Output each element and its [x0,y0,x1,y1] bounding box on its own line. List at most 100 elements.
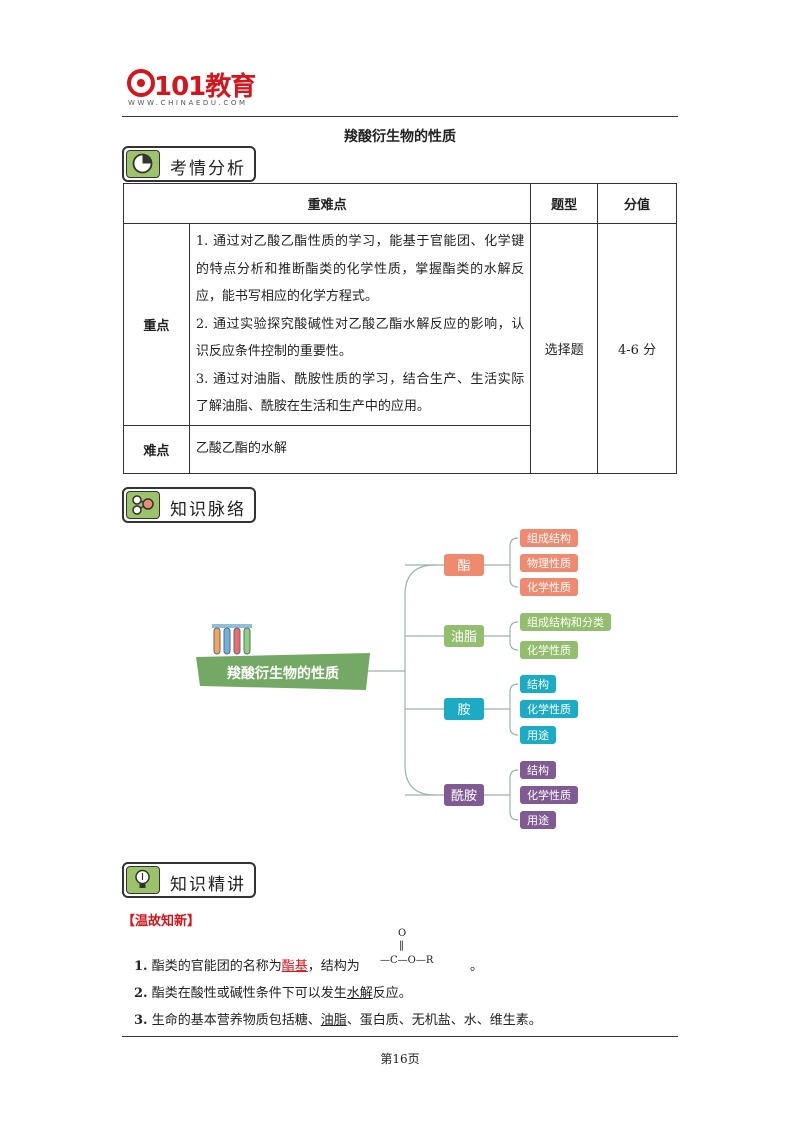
branch-label: 酯 [457,559,470,574]
logo-subtext: WWW.CHINAEDU.COM [128,99,248,107]
section-explain-heading: 知识精讲 [122,862,256,898]
leaf-label: 化学性质 [527,643,571,657]
answer-blank: 水解 [346,986,373,1001]
mindmap-branch: 酯 [444,554,484,576]
leaf-box [520,726,556,744]
footer-rule [122,1036,678,1037]
leaf-label: 结构 [527,677,549,691]
difficult-label: 难点 [123,424,190,474]
leaf-label: 用途 [527,728,549,742]
key-points: 1. 通过对乙酸乙酯性质的学习，能基于官能团、化学键的特点分析和推断酯类的化学性… [188,223,532,426]
mindmap-leaf: 组成结构 [520,529,578,547]
point-text: 酯类在酸性或碱性条件下可以发生 [151,986,347,1001]
mindmap-root-label: 羧酸衍生物的性质 [227,665,339,682]
leaf-box [520,811,556,829]
branch-label: 胺 [457,703,470,718]
page-title: 羧酸衍生物的性质 [344,129,456,145]
leaf-label: 化学性质 [527,702,571,716]
mindmap-leaf: 物理性质 [520,554,578,572]
header-cell-key: 重难点 [122,183,532,224]
difficult-point: 乙酸乙酯的水解 [188,424,532,474]
mindmap-leaf: 用途 [520,811,556,829]
branch-box [444,784,484,806]
review-heading: 【温故知新】 [122,914,201,929]
mindmap: 羧酸衍生物的性质 酯组成结构物理性质化学性质油脂组成结构和分类化学性质胺结构化学… [196,529,611,829]
point-text: 反应。 [372,986,412,1001]
leaf-box [520,675,556,693]
review-point-2: 2. 酯类在酸性或碱性条件下可以发生水解反应。 [134,982,412,1001]
header-rule [122,116,678,117]
question-type: 选择题 [530,223,599,474]
ester-structure: O ‖ —C—O—R [380,928,460,972]
branch-label: 油脂 [451,630,477,645]
score-value: 4-6 分 [597,223,677,474]
leaf-label: 化学性质 [527,580,571,594]
logo-text: 101教育 [154,72,256,102]
point-text: 、蛋白质、无机盐、水、维生素。 [346,1013,542,1028]
mindmap-root: 羧酸衍生物的性质 [196,653,370,690]
leaf-box [520,761,556,779]
page-number: 第16页 [380,1052,420,1066]
leaf-label: 结构 [527,763,549,777]
section-label: 知识脉络 [170,500,246,520]
mindmap-leaf: 用途 [520,726,556,744]
leaf-label: 组成结构 [527,531,571,545]
mindmap-leaf: 结构 [520,675,556,693]
mindmap-branch: 油脂 [444,625,484,647]
branch-label: 酰胺 [451,789,477,804]
branch-box [444,625,484,647]
leaf-label: 物理性质 [527,556,571,570]
section-label: 考情分析 [170,159,246,179]
logo-mark-icon [127,69,155,97]
point-number: 1. [134,959,148,974]
header-cell-type: 题型 [530,183,599,224]
leaf-box [520,613,611,631]
key-point-3: 3. 通过对油脂、酰胺性质的学习，结合生产、生活实际了解油脂、酰胺在生活和生产中… [195,371,525,415]
mindmap-leaf: 组成结构和分类 [520,613,611,631]
leaf-box [520,578,578,596]
leaf-label: 组成结构和分类 [527,615,604,629]
molecule-icon [126,491,160,519]
pie-chart-icon [126,150,160,178]
analysis-table: 重难点 题型 分值 重点 1. 通过对乙酸乙酯性质的学习，能基于官能团、化学键的… [122,183,677,474]
answer-blank: 油脂 [320,1013,347,1028]
review-point-3: 3. 生命的基本营养物质包括糖、油脂、蛋白质、无机盐、水、维生素。 [134,1009,542,1028]
section-network-heading: 知识脉络 [122,487,256,523]
section-analysis-heading: 考情分析 [122,146,256,182]
leaf-box [520,786,578,804]
leaf-box [520,529,578,547]
struct-chain: —C—O—R [380,955,434,966]
key-point-2: 2. 通过实验探究酸碱性对乙酸乙酯水解反应的影响，认识反应条件控制的重要性。 [195,316,525,360]
leaf-label: 用途 [527,813,549,827]
point-text: ，结构为 [307,959,360,974]
review-point-1: 1. 酯类的官能团的名称为酯基，结构为 [134,955,360,974]
struct-double-bond: ‖ [399,940,404,951]
header-cell-score: 分值 [597,183,677,224]
leaf-box [520,554,578,572]
section-label: 知识精讲 [170,875,246,895]
key-label: 重点 [123,223,190,426]
brand-logo: 101教育 WWW.CHINAEDU.COM [126,66,256,110]
mindmap-branch: 胺 [444,698,484,720]
branch-box [444,698,484,720]
mindmap-leaf: 化学性质 [520,641,578,659]
mindmap-leaf: 化学性质 [520,700,578,718]
mindmap-branch: 酰胺 [444,784,484,806]
point-number: 2. [134,986,148,1001]
lightbulb-icon [126,866,160,894]
mindmap-leaf: 结构 [520,761,556,779]
struct-oxygen: O [398,928,407,939]
key-point-1: 1. 通过对乙酸乙酯性质的学习，能基于官能团、化学键的特点分析和推断酯类的化学性… [195,234,525,304]
test-tubes-icon [212,624,252,655]
answer-blank: 酯基 [281,959,308,974]
leaf-box [520,641,578,659]
point-end: 。 [470,959,484,974]
leaf-box [520,700,578,718]
point-text: 生命的基本营养物质包括糖、 [151,1013,321,1028]
point-text: 酯类的官能团的名称为 [151,959,282,974]
mindmap-leaf: 化学性质 [520,578,578,596]
branch-box [444,554,484,576]
point-number: 3. [134,1013,148,1028]
leaf-label: 化学性质 [527,788,571,802]
mindmap-leaf: 化学性质 [520,786,578,804]
